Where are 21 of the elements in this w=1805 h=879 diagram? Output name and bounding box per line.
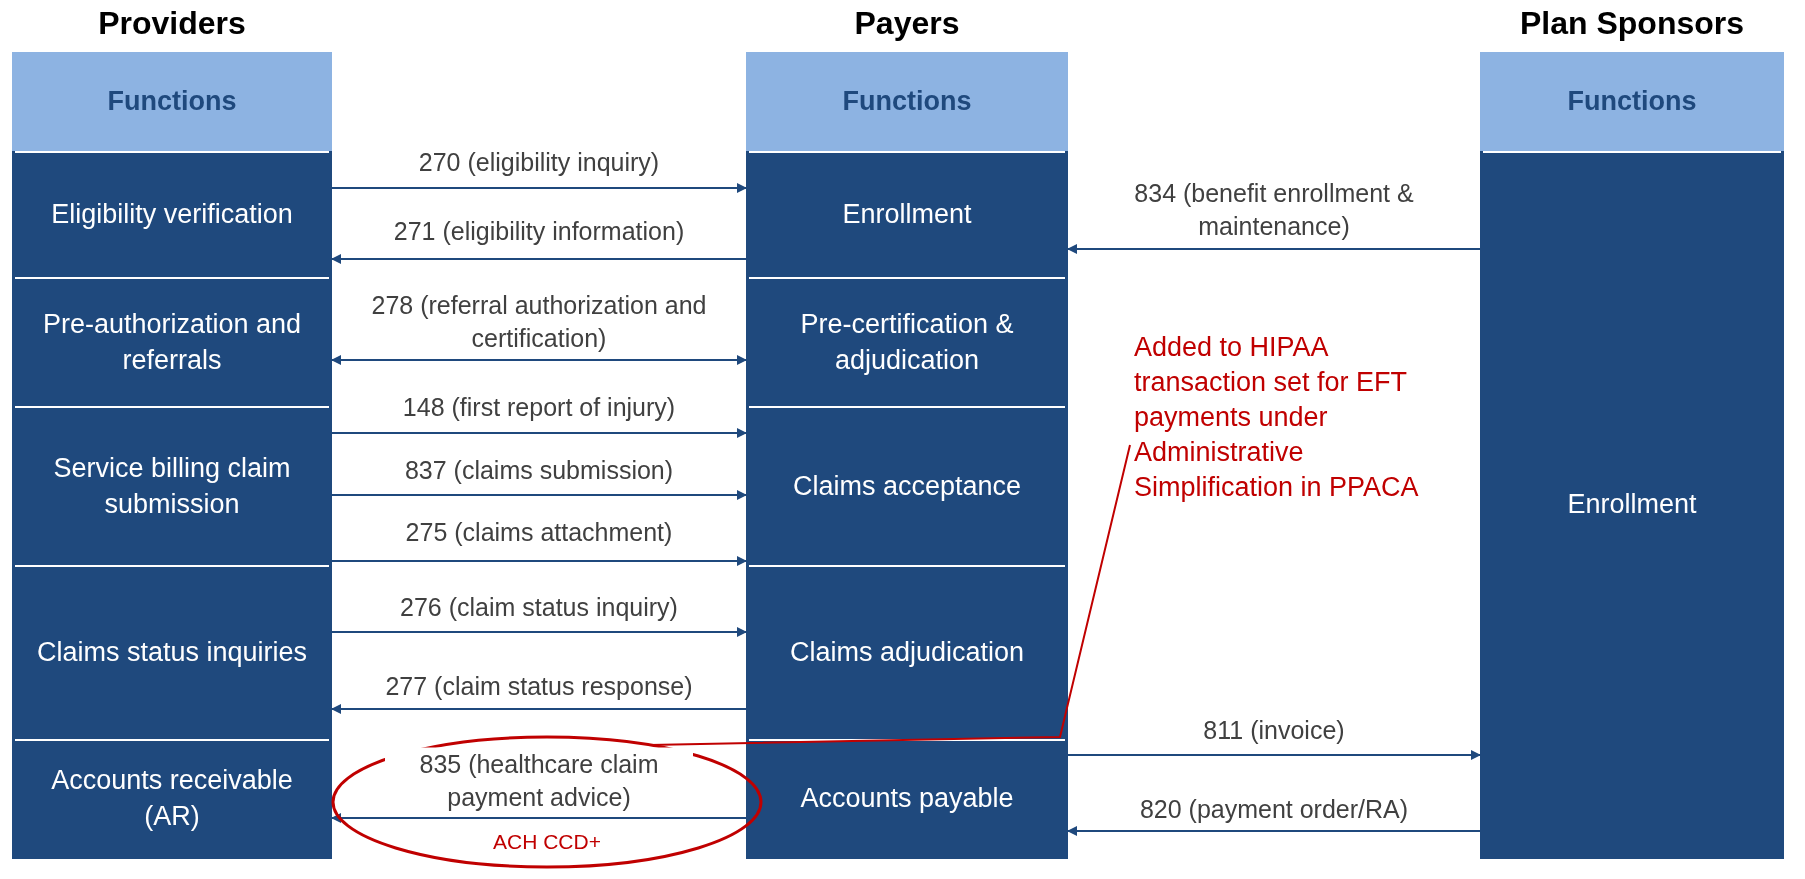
arrow (1066, 244, 1482, 254)
column-heading: Plan Sponsors (1518, 5, 1745, 42)
arrow (330, 556, 748, 566)
arrow (330, 183, 748, 193)
arrow (1066, 826, 1482, 836)
annotation-note: Added to HIPAA transaction set for EFT payments under Administrative Simplification in PPACA (1134, 330, 1419, 545)
arrow (330, 704, 748, 714)
arrow (1066, 750, 1482, 760)
arrow (330, 254, 748, 264)
column-header: Functions (746, 52, 1068, 151)
double-arrow (330, 355, 748, 365)
arrow (330, 428, 748, 438)
column-header: Functions (12, 52, 332, 151)
column-heading: Providers (97, 5, 247, 42)
note-label: ACH CCD+ (492, 829, 602, 856)
column-header: Functions (1480, 52, 1784, 151)
edge-label: 835 (healthcare claim payment advice) (385, 747, 693, 813)
arrow (330, 627, 748, 637)
column-heading: Payers (853, 5, 961, 42)
arrow (330, 813, 748, 823)
arrow (330, 490, 748, 500)
